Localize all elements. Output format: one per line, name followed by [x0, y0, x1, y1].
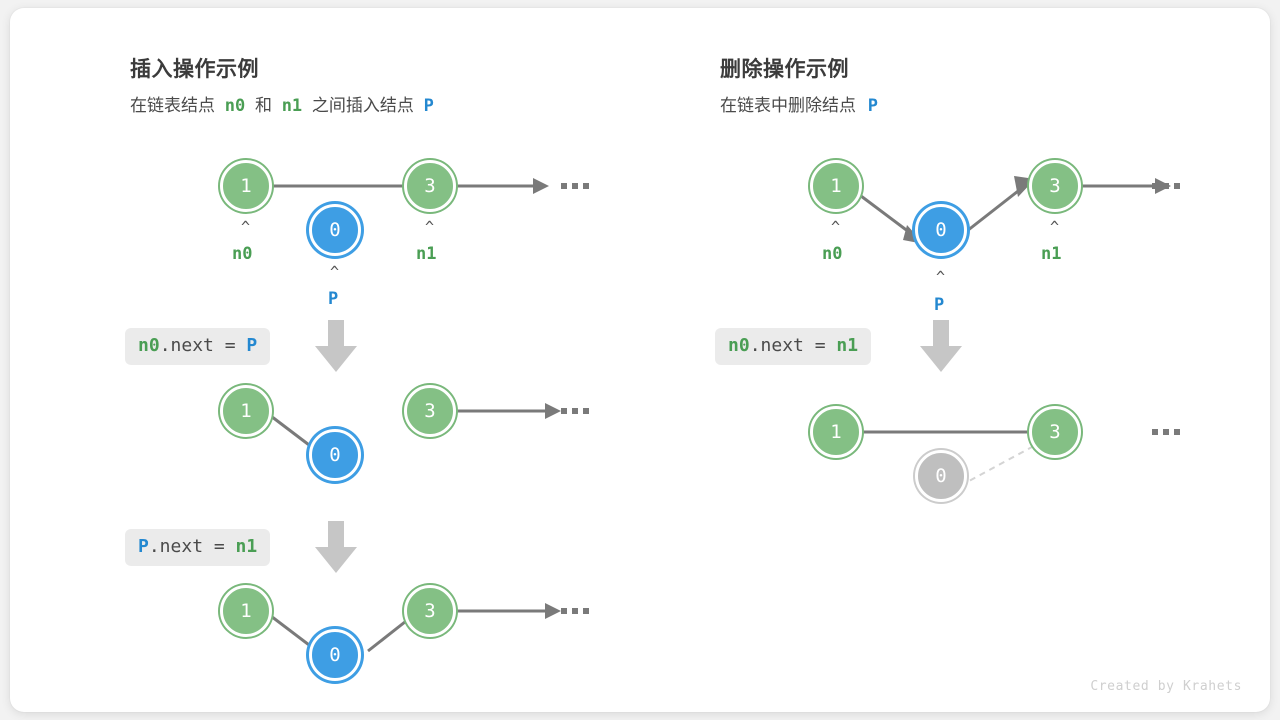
ellipsis-step3 — [561, 608, 589, 614]
subtitle-ref-n0: n0 — [224, 96, 246, 116]
caret-n0-step1: ^ — [241, 218, 251, 236]
node-n1-delete2: 3 — [1029, 406, 1081, 458]
down-arrow-insert-1 — [315, 320, 357, 372]
ellipsis-step2 — [561, 408, 589, 414]
delete-subtitle-ref-p: P — [867, 96, 878, 116]
code2-source: n1 — [235, 536, 258, 557]
code-chip-delete-1: n0.next = n1 — [715, 328, 872, 365]
caret-n1-step1: ^ — [425, 218, 435, 236]
label-p-step1: P — [328, 289, 339, 309]
label-n1-delete1: n1 — [1041, 244, 1062, 264]
label-n0-delete1: n0 — [822, 244, 843, 264]
label-p-delete1: P — [934, 295, 945, 315]
caret-p-delete1: ^ — [936, 268, 946, 286]
node-n1-step3: 3 — [404, 585, 456, 637]
insert-panel-subtitle: 在链表结点 n0 和 n1 之间插入结点 P — [130, 91, 434, 116]
edge-n1-to-next-step2 — [450, 403, 561, 419]
subtitle-text-3: 之间插入结点 — [311, 96, 414, 115]
node-n1-delete1: 3 — [1029, 160, 1081, 212]
down-arrow-delete-1 — [920, 320, 962, 372]
code1-source: P — [246, 335, 258, 356]
node-n0-delete1: 1 — [810, 160, 862, 212]
node-n0-step3: 1 — [220, 585, 272, 637]
delete-subtitle-text-1: 在链表中删除结点 — [720, 96, 856, 115]
code-chip-insert-2: P.next = n1 — [125, 529, 271, 566]
node-n1-step2: 3 — [404, 385, 456, 437]
edge-n1-to-next-step3 — [450, 603, 561, 619]
ellipsis-delete2 — [1152, 429, 1180, 435]
delete-code1-target: n0 — [728, 335, 750, 356]
edge-n0-to-n1-initial — [265, 178, 549, 194]
node-p-delete1: 0 — [915, 204, 967, 256]
code1-target: n0 — [138, 335, 160, 356]
delete-panel-title: 删除操作示例 — [720, 58, 849, 81]
delete-code1-source: n1 — [836, 335, 859, 356]
delete-panel-subtitle: 在链表中删除结点 P — [720, 91, 878, 116]
ellipsis-delete1 — [1152, 183, 1180, 189]
edge-deleted-node-dashed — [968, 440, 1044, 482]
caret-n0-delete1: ^ — [831, 218, 841, 236]
subtitle-ref-n1: n1 — [281, 96, 303, 116]
caret-n1-delete1: ^ — [1050, 218, 1060, 236]
node-p-step3: 0 — [309, 629, 361, 681]
node-p-step1: 0 — [309, 204, 361, 256]
insert-operation-panel: 插入操作示例 在链表结点 n0 和 n1 之间插入结点 P 1 0 3 ^ n0… — [10, 8, 650, 712]
delete-operation-panel: 删除操作示例 在链表中删除结点 P 1 0 3 ^ n0 ^ P ^ n1 n0 — [595, 8, 1270, 712]
subtitle-text-1: 在链表结点 — [130, 96, 215, 115]
node-p-step2: 0 — [309, 429, 361, 481]
node-removed-delete2: 0 — [915, 450, 967, 502]
label-n1-step1: n1 — [416, 244, 437, 264]
subtitle-ref-p: P — [423, 96, 434, 116]
code1-middle: .next = — [159, 335, 247, 356]
ellipsis-step1 — [561, 183, 589, 189]
credit-footer: Created by Krahets — [1090, 679, 1242, 694]
down-arrow-insert-2 — [315, 521, 357, 573]
label-n0-step1: n0 — [232, 244, 253, 264]
code2-target: P — [138, 536, 149, 557]
code-chip-insert-1: n0.next = P — [125, 328, 271, 365]
code2-middle: .next = — [148, 536, 236, 557]
node-n0-step2: 1 — [220, 385, 272, 437]
delete-code1-middle: .next = — [749, 335, 837, 356]
insert-panel-title: 插入操作示例 — [130, 58, 259, 81]
diagram-card: 插入操作示例 在链表结点 n0 和 n1 之间插入结点 P 1 0 3 ^ n0… — [10, 8, 1270, 712]
node-n0-delete2: 1 — [810, 406, 862, 458]
node-n0-step1: 1 — [220, 160, 272, 212]
node-n1-step1: 3 — [404, 160, 456, 212]
subtitle-text-2: 和 — [254, 96, 272, 115]
caret-p-step1: ^ — [330, 263, 340, 281]
